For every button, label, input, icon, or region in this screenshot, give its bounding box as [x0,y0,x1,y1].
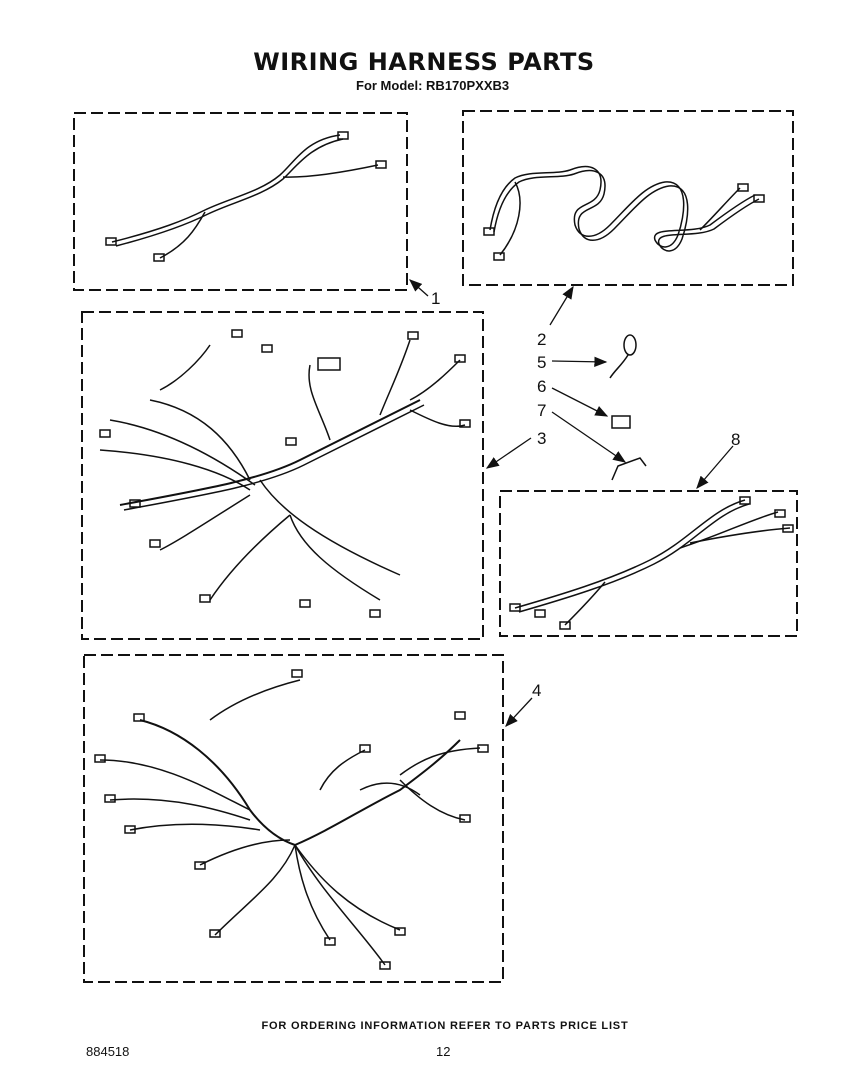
harness-box-1[interactable] [73,112,408,291]
callout-3: 3 [537,429,546,448]
callout-6: 6 [537,377,546,396]
callout-2: 2 [537,330,546,349]
model-subtitle: For Model: RB170PXXB3 [356,78,510,93]
page-title: WIRING HARNESS PARTS [253,48,595,76]
callout-7: 7 [537,401,546,420]
part-5-wire-loop[interactable] [609,334,637,379]
document-number: 884518 [86,1044,130,1059]
part-6-connector[interactable] [611,415,631,429]
part-7-clip[interactable] [611,457,647,481]
harness-box-4[interactable] [83,654,504,983]
callout-1: 1 [431,289,440,308]
callout-8: 8 [731,430,740,449]
harness-box-2[interactable] [462,110,794,286]
callout-4: 4 [532,681,541,700]
callout-5: 5 [537,353,546,372]
harness-box-8[interactable] [499,490,798,637]
ordering-note: FOR ORDERING INFORMATION REFER TO PARTS … [261,1020,629,1032]
page-number: 12 [436,1044,451,1059]
harness-box-3[interactable] [81,311,484,640]
callout-leaders [409,279,734,727]
